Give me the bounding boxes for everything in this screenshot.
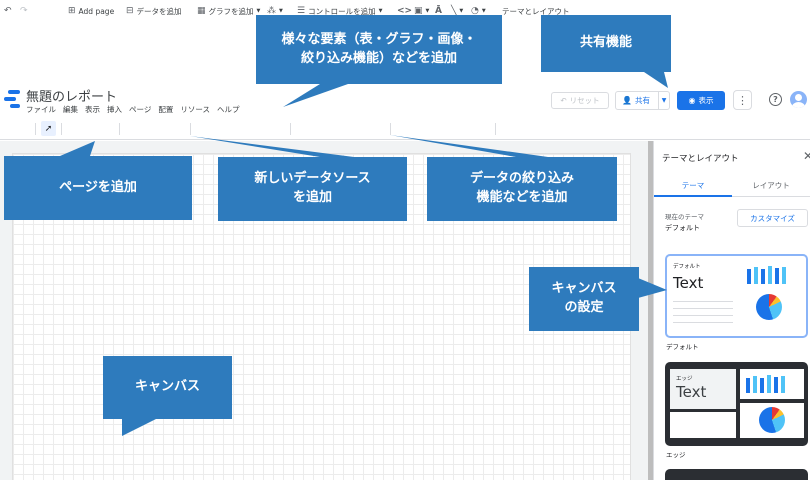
theme-layout-button[interactable]: テーマとレイアウト [502, 6, 570, 16]
line-icon: ╲ [451, 6, 457, 16]
theme-name-default: デフォルト [666, 343, 699, 351]
add-chart-button[interactable]: ▦ グラフを追加 ▼ [197, 6, 261, 16]
menu-bar: ファイル 編集 表示 挿入 ページ 配置 リソース ヘルプ [26, 104, 239, 115]
redo-icon[interactable]: ↷ [20, 6, 28, 16]
current-theme-label: 現在のテーマ [665, 213, 704, 221]
callout-canvas: キャンバス [103, 356, 232, 419]
shapes-icon: ◔ [471, 6, 479, 16]
chevron-down-icon: ▼ [459, 8, 464, 14]
filter-icon: ☰ [297, 6, 306, 16]
image-button[interactable]: ▣ ▼ [414, 3, 429, 19]
add-data-button[interactable]: ⊟ データを追加 [126, 6, 182, 16]
tab-theme[interactable]: テーマ [681, 181, 705, 190]
shape-button[interactable]: ◔ ▼ [471, 3, 486, 19]
embed-code-icon[interactable]: <> [397, 6, 413, 16]
help-icon[interactable]: ? [769, 93, 782, 106]
pie-chart-thumbnail [759, 407, 785, 433]
eye-icon: ◉ [688, 96, 696, 105]
theme-card-edge[interactable]: エッジ Text [665, 362, 808, 446]
active-tab-indicator [654, 195, 732, 197]
add-control-button[interactable]: ☰ コントロールを追加 ▼ [297, 6, 383, 16]
add-page-button[interactable]: ⊞ Add page [68, 6, 115, 16]
callout-add-elements: 様々な要素（表・グラフ・画像・ 絞り込み機能）などを追加 [256, 15, 502, 84]
chevron-down-icon: ▼ [256, 8, 261, 14]
add-person-icon: 👤 [622, 96, 632, 105]
callout-share: 共有機能 [541, 15, 671, 72]
menu-file[interactable]: ファイル [26, 105, 56, 114]
avatar[interactable] [790, 91, 807, 108]
theme-card-next[interactable] [665, 469, 808, 480]
close-icon[interactable]: ✕ [803, 149, 810, 163]
select-tool-icon[interactable]: ➚ [41, 121, 56, 136]
chevron-down-icon: ▼ [279, 8, 283, 14]
share-button[interactable]: 👤 共有 ▼ [615, 91, 670, 110]
chevron-down-icon: ▼ [425, 8, 430, 14]
add-data-icon: ⊟ [126, 6, 134, 16]
components-icon: ⁂ [267, 6, 276, 16]
menu-view[interactable]: 表示 [85, 105, 100, 114]
theme-layout-panel: テーマとレイアウト ✕ テーマ レイアウト 現在のテーマ デフォルト カスタマイ… [653, 141, 810, 480]
image-icon: ▣ [414, 6, 423, 16]
chart-icon: ▦ [197, 6, 206, 16]
theme-name-edge: エッジ [666, 451, 686, 459]
menu-edit[interactable]: 編集 [63, 105, 78, 114]
tail-share [644, 72, 668, 88]
customize-button[interactable]: カスタマイズ [737, 209, 808, 227]
menu-arrange[interactable]: 配置 [158, 105, 174, 114]
undo-arrow-icon: ↶ [560, 96, 567, 105]
current-theme-value: デフォルト [665, 224, 700, 232]
view-button[interactable]: ◉ 表示 [677, 91, 725, 110]
theme-card-default[interactable]: デフォルト Text [665, 254, 808, 338]
callout-add-datasource: 新しいデータソース を追加 [218, 157, 407, 221]
pie-chart-thumbnail [756, 294, 782, 320]
theme-card-label: デフォルト [673, 264, 701, 270]
report-title[interactable]: 無題のレポート [26, 90, 118, 105]
add-page-icon: ⊞ [68, 6, 76, 16]
tab-layout[interactable]: レイアウト [752, 181, 790, 190]
toolbar [0, 118, 810, 140]
community-viz-button[interactable]: ⁂ ▼ [267, 3, 283, 19]
looker-studio-logo [4, 88, 20, 110]
tail-elements [283, 84, 348, 107]
menu-page[interactable]: ページ [129, 105, 152, 114]
line-button[interactable]: ╲ ▼ [451, 3, 463, 19]
bar-chart-thumbnail [746, 373, 785, 393]
panel-scrollbar[interactable] [648, 141, 653, 480]
menu-resource[interactable]: リソース [180, 105, 210, 114]
reset-button[interactable]: ↶ リセット [551, 92, 609, 109]
theme-card-label: エッジ [676, 376, 693, 382]
theme-card-text: Text [676, 383, 707, 401]
callout-filter: データの絞り込み 機能などを追加 [427, 157, 617, 221]
panel-title: テーマとレイアウト [662, 154, 739, 164]
share-dropdown-icon[interactable]: ▼ [661, 97, 667, 104]
bar-chart-thumbnail [747, 264, 786, 284]
undo-icon[interactable]: ↶ [4, 6, 12, 16]
chevron-down-icon: ▼ [378, 8, 383, 14]
panel-tabs: テーマ レイアウト [654, 173, 810, 197]
chevron-down-icon: ▼ [481, 8, 486, 14]
theme-card-text: Text [673, 274, 704, 292]
menu-help[interactable]: ヘルプ [216, 105, 240, 114]
menu-insert[interactable]: 挿入 [107, 105, 122, 114]
more-options-icon[interactable]: ⋮ [733, 90, 752, 110]
callout-add-page: ページを追加 [4, 156, 192, 220]
text-icon[interactable]: Ā [435, 6, 442, 16]
callout-canvas-settings: キャンバス の設定 [529, 267, 639, 331]
